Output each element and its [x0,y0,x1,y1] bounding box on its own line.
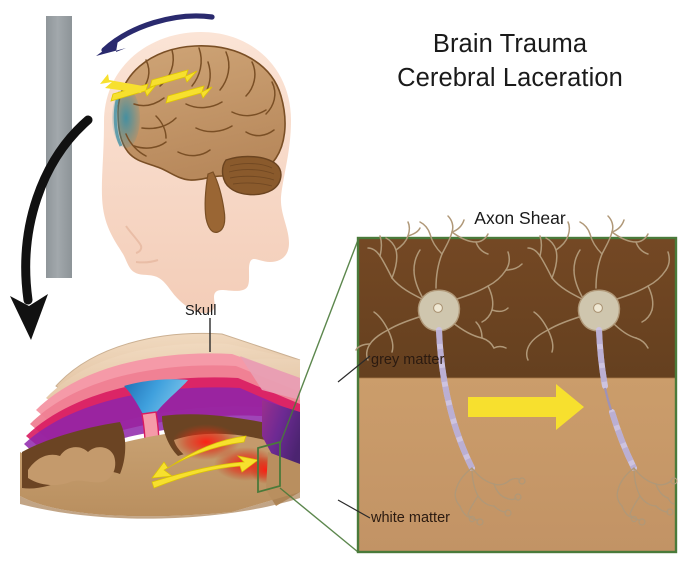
face-contour [125,225,143,254]
axon-shear-caption: Axon Shear [474,208,566,228]
cerebellum [221,155,282,196]
block-right-face [266,452,300,506]
brainstem [204,171,226,233]
sheared-neuron-nucleus [593,303,603,313]
mouth-contour [135,259,159,264]
grey-matter-label: grey matter [371,352,445,368]
sagittal-sinus [124,379,188,424]
intact-neuron [355,215,523,361]
tissue-link-arrow [10,115,93,340]
title-line-1: Brain Trauma [432,30,588,58]
sheared-axon [596,327,678,526]
axon-shear-panel [337,215,678,554]
white-matter-label: white matter [371,510,450,526]
shear-arrow-left [151,435,247,479]
intact-axon [436,327,526,526]
brain-shear-arrows [110,69,213,104]
title-line-2: Cerebral Laceration [397,63,623,92]
axon-panel-frame [356,236,678,554]
axon-tear-point [603,387,613,411]
shear-arrow-right [151,455,259,489]
tissue-cross-section-block [20,318,301,519]
head-impact-scene [10,13,291,340]
impact-direction-arrow [96,13,215,56]
grey-matter-region [358,238,676,378]
brain-force-arrows [100,74,143,93]
skull-label: Skull [185,303,217,319]
panel-connector-lines [279,239,359,553]
bone-cut-face [240,356,300,400]
contusion-site [112,88,140,148]
grey-matter-leader [337,355,371,383]
white-matter-leader [337,499,371,519]
gyri-left [28,447,116,486]
tissue-shear-arrows [151,435,259,489]
figure-title: Brain Trauma Cerebral Laceration [345,28,675,95]
zoom-marker-rect [257,440,281,494]
shear-progression-arrow [468,384,584,430]
hemorrhage-upper [172,424,240,460]
intact-neuron-nucleus [433,303,443,313]
cerebellum-folia [228,163,275,187]
